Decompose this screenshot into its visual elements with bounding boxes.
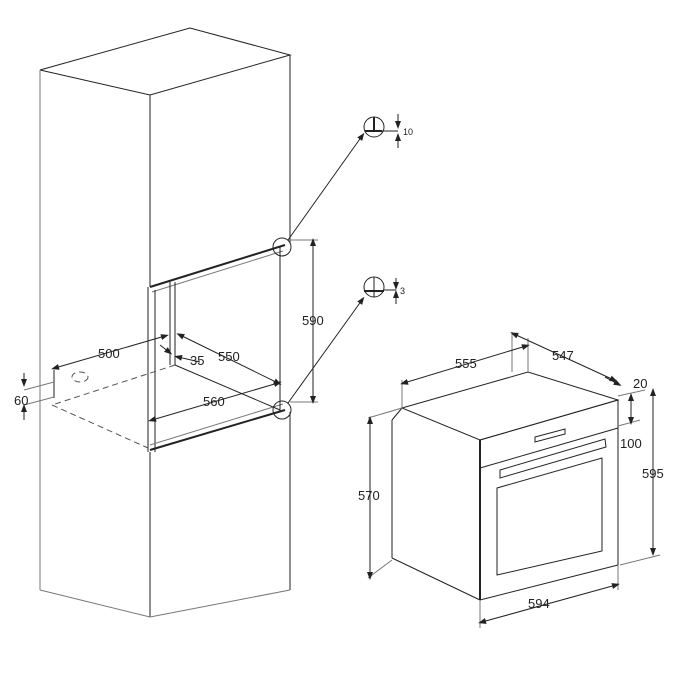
label-100: 100	[620, 436, 642, 451]
detail-circle-top	[272, 237, 292, 257]
oven-window	[496, 457, 603, 576]
cabinet-dimensions: 590 500 35 550 560 60	[14, 238, 324, 422]
label-20: 20	[633, 376, 647, 391]
label-60: 60	[14, 393, 28, 408]
label-547: 547	[552, 348, 574, 363]
label-35: 35	[190, 353, 204, 368]
label-570: 570	[358, 488, 380, 503]
label-594: 594	[528, 596, 550, 611]
control-display	[534, 428, 566, 443]
label-590: 590	[302, 313, 324, 328]
label-500: 500	[98, 346, 120, 361]
label-550: 550	[218, 349, 240, 364]
detail-callouts: 10 3	[363, 114, 413, 304]
label-595: 595	[642, 466, 664, 481]
label-10: 10	[403, 127, 413, 137]
tall-cabinet	[39, 27, 292, 618]
door-handle-icon	[499, 438, 607, 479]
label-560: 560	[203, 394, 225, 409]
label-3: 3	[400, 286, 405, 296]
oven	[391, 371, 620, 601]
label-555: 555	[455, 356, 477, 371]
oven-dimensions: 555 547 20 100 595 570 594	[358, 332, 664, 628]
